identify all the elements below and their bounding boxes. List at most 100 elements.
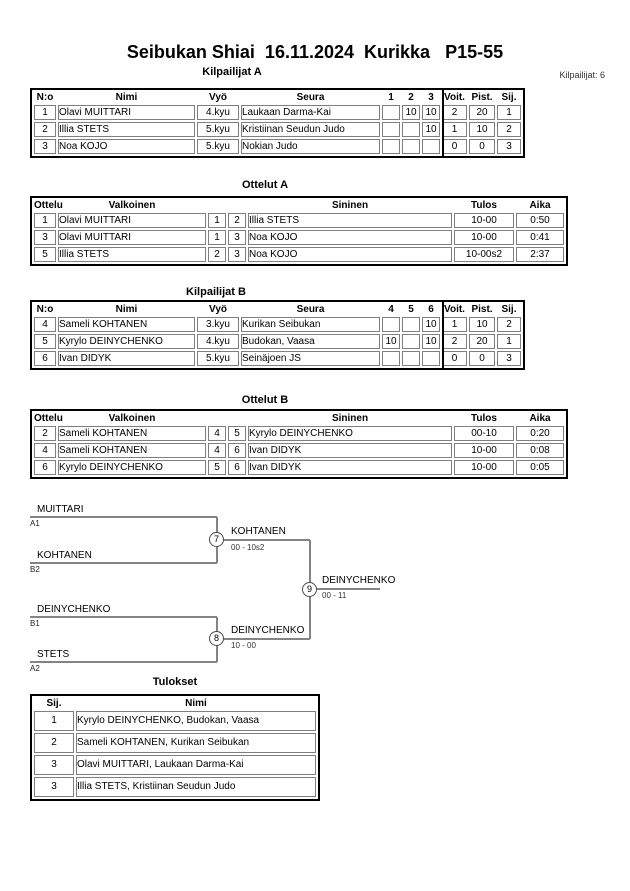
header-ottelu: Ottelu xyxy=(34,413,63,424)
cell-seura: Kristiinan Seudun Judo xyxy=(241,122,380,137)
cell-blue-no: 3 xyxy=(228,247,246,262)
cell-match-no: 2 xyxy=(34,426,56,441)
section-heading-kilpailijat-b: Kilpailijat B xyxy=(186,286,246,298)
match-row: 4 Sameli KOHTANEN 4 6 Ivan DIDYK 10-00 0… xyxy=(34,443,564,458)
cell-no: 3 xyxy=(34,139,56,154)
bracket-slot-seed: A1 xyxy=(30,519,40,528)
cell-white-no: 4 xyxy=(208,426,226,441)
bracket-slot-name: STETS xyxy=(37,649,70,660)
kilpailijat-b-table: N:o Nimi Vyö Seura 4 5 6 Voit. Pist. Sij… xyxy=(30,300,525,370)
header-sininen: Sininen xyxy=(331,200,369,211)
section-heading-kilpailijat-a: Kilpailijat A xyxy=(202,66,262,78)
header-sij: Sij. xyxy=(501,304,517,315)
cell-white-name: Olavi MUITTARI xyxy=(58,213,206,228)
cell-nimi: Ivan DIDYK xyxy=(58,351,195,366)
match-row: 3 Olavi MUITTARI 1 3 Noa KOJO 10-00 0:41 xyxy=(34,230,564,245)
cell-pist: 0 xyxy=(469,351,495,366)
cell-voit: 0 xyxy=(442,351,467,366)
header-no: N:o xyxy=(36,92,54,103)
cell-sij: 3 xyxy=(34,777,74,797)
cell-vyo: 4.kyu xyxy=(197,334,239,349)
header-sininen: Sininen xyxy=(331,413,369,424)
bracket-slot-name: DEINYCHENKO xyxy=(37,604,111,615)
kilpailijat-a-table: N:o Nimi Vyö Seura 1 2 3 Voit. Pist. Sij… xyxy=(30,88,525,158)
header-valkoinen: Valkoinen xyxy=(108,200,156,211)
cell-no: 5 xyxy=(34,334,56,349)
cell-blue-name: Ivan DIDYK xyxy=(248,460,452,475)
cell-white-name: Sameli KOHTANEN xyxy=(58,443,206,458)
header-match-1: 1 xyxy=(388,92,394,103)
cell-voit: 2 xyxy=(442,105,467,120)
cell-aika: 2:37 xyxy=(516,247,564,262)
header-seura: Seura xyxy=(296,92,325,103)
cell-no: 4 xyxy=(34,317,56,332)
cell-blue-name: Kyrylo DEINYCHENKO xyxy=(248,426,452,441)
cell-match-no: 6 xyxy=(34,460,56,475)
cell-nimi: Kyrylo DEINYCHENKO, Budokan, Vaasa xyxy=(76,711,316,731)
cell-blue-name: Ivan DIDYK xyxy=(248,443,452,458)
cell-white-no: 1 xyxy=(208,213,226,228)
bracket-lines xyxy=(30,516,380,663)
cell-match-no: 4 xyxy=(34,443,56,458)
section-heading-tulokset: Tulokset xyxy=(152,676,198,688)
cell-match-no: 1 xyxy=(34,213,56,228)
header-match-2: 2 xyxy=(408,92,414,103)
cell-vyo: 5.kyu xyxy=(197,139,239,154)
header-match-4: 4 xyxy=(388,304,394,315)
header-sij: Sij. xyxy=(46,698,62,709)
points-divider xyxy=(442,302,444,368)
cell-blue-no: 3 xyxy=(228,230,246,245)
match-number-circle: 9 xyxy=(302,582,317,597)
result-row: 3 Olavi MUITTARI, Laukaan Darma-Kai xyxy=(34,755,316,775)
cell-tulos: 10-00 xyxy=(454,460,514,475)
cell-match-3: 10 xyxy=(422,105,440,120)
cell-white-no: 5 xyxy=(208,460,226,475)
cell-match-1 xyxy=(382,122,400,137)
cell-match-4 xyxy=(382,351,400,366)
cell-tulos: 00-10 xyxy=(454,426,514,441)
cell-white-name: Sameli KOHTANEN xyxy=(58,426,206,441)
ottelut-a-table: Ottelu Valkoinen Sininen Tulos Aika 1 Ol… xyxy=(30,196,568,266)
bracket-slot-seed: B1 xyxy=(30,619,40,628)
cell-pist: 20 xyxy=(469,105,495,120)
match-row: 5 Illia STETS 2 3 Noa KOJO 10-00s2 2:37 xyxy=(34,247,564,262)
medal-bracket: MUITTARI A1 KOHTANEN B2 DEINYCHENKO B1 S… xyxy=(0,495,630,695)
bracket-winner-name: KOHTANEN xyxy=(231,526,286,537)
cell-match-6 xyxy=(422,351,440,366)
result-row: 2 Sameli KOHTANEN, Kurikan Seibukan xyxy=(34,733,316,753)
cell-match-1 xyxy=(382,139,400,154)
cell-nimi: Noa KOJO xyxy=(58,139,195,154)
cell-tulos: 10-00 xyxy=(454,230,514,245)
ottelut-b-table: Ottelu Valkoinen Sininen Tulos Aika 2 Sa… xyxy=(30,409,568,479)
header-nimi: Nimi xyxy=(115,304,138,315)
header-spacer xyxy=(208,200,226,211)
cell-white-name: Illia STETS xyxy=(58,247,206,262)
header-vyo: Vyö xyxy=(209,92,227,103)
cell-aika: 0:50 xyxy=(516,213,564,228)
cell-match-5 xyxy=(402,334,420,349)
header-match-3: 3 xyxy=(428,92,434,103)
cell-sij: 1 xyxy=(497,105,521,120)
cell-white-name: Olavi MUITTARI xyxy=(58,230,206,245)
cell-pist: 0 xyxy=(469,139,495,154)
cell-tulos: 10-00 xyxy=(454,443,514,458)
cell-match-no: 5 xyxy=(34,247,56,262)
cell-white-no: 1 xyxy=(208,230,226,245)
cell-aika: 0:05 xyxy=(516,460,564,475)
header-row: N:o Nimi Vyö Seura 4 5 6 Voit. Pist. Sij… xyxy=(34,304,521,315)
cell-white-no: 4 xyxy=(208,443,226,458)
header-spacer xyxy=(228,200,246,211)
cell-voit: 1 xyxy=(442,317,467,332)
header-spacer xyxy=(228,413,246,424)
cell-vyo: 4.kyu xyxy=(197,105,239,120)
competitor-row: 4 Sameli KOHTANEN 3.kyu Kurikan Seibukan… xyxy=(34,317,521,332)
cell-nimi: Kyrylo DEINYCHENKO xyxy=(58,334,195,349)
cell-match-5 xyxy=(402,317,420,332)
page-title: Seibukan Shiai 16.11.2024 Kurikka P15-55 xyxy=(126,42,504,62)
cell-blue-no: 6 xyxy=(228,443,246,458)
cell-match-4: 10 xyxy=(382,334,400,349)
header-pist: Pist. xyxy=(471,304,493,315)
result-row: 3 Illia STETS, Kristiinan Seudun Judo xyxy=(34,777,316,797)
cell-blue-no: 5 xyxy=(228,426,246,441)
cell-match-2: 10 xyxy=(402,105,420,120)
